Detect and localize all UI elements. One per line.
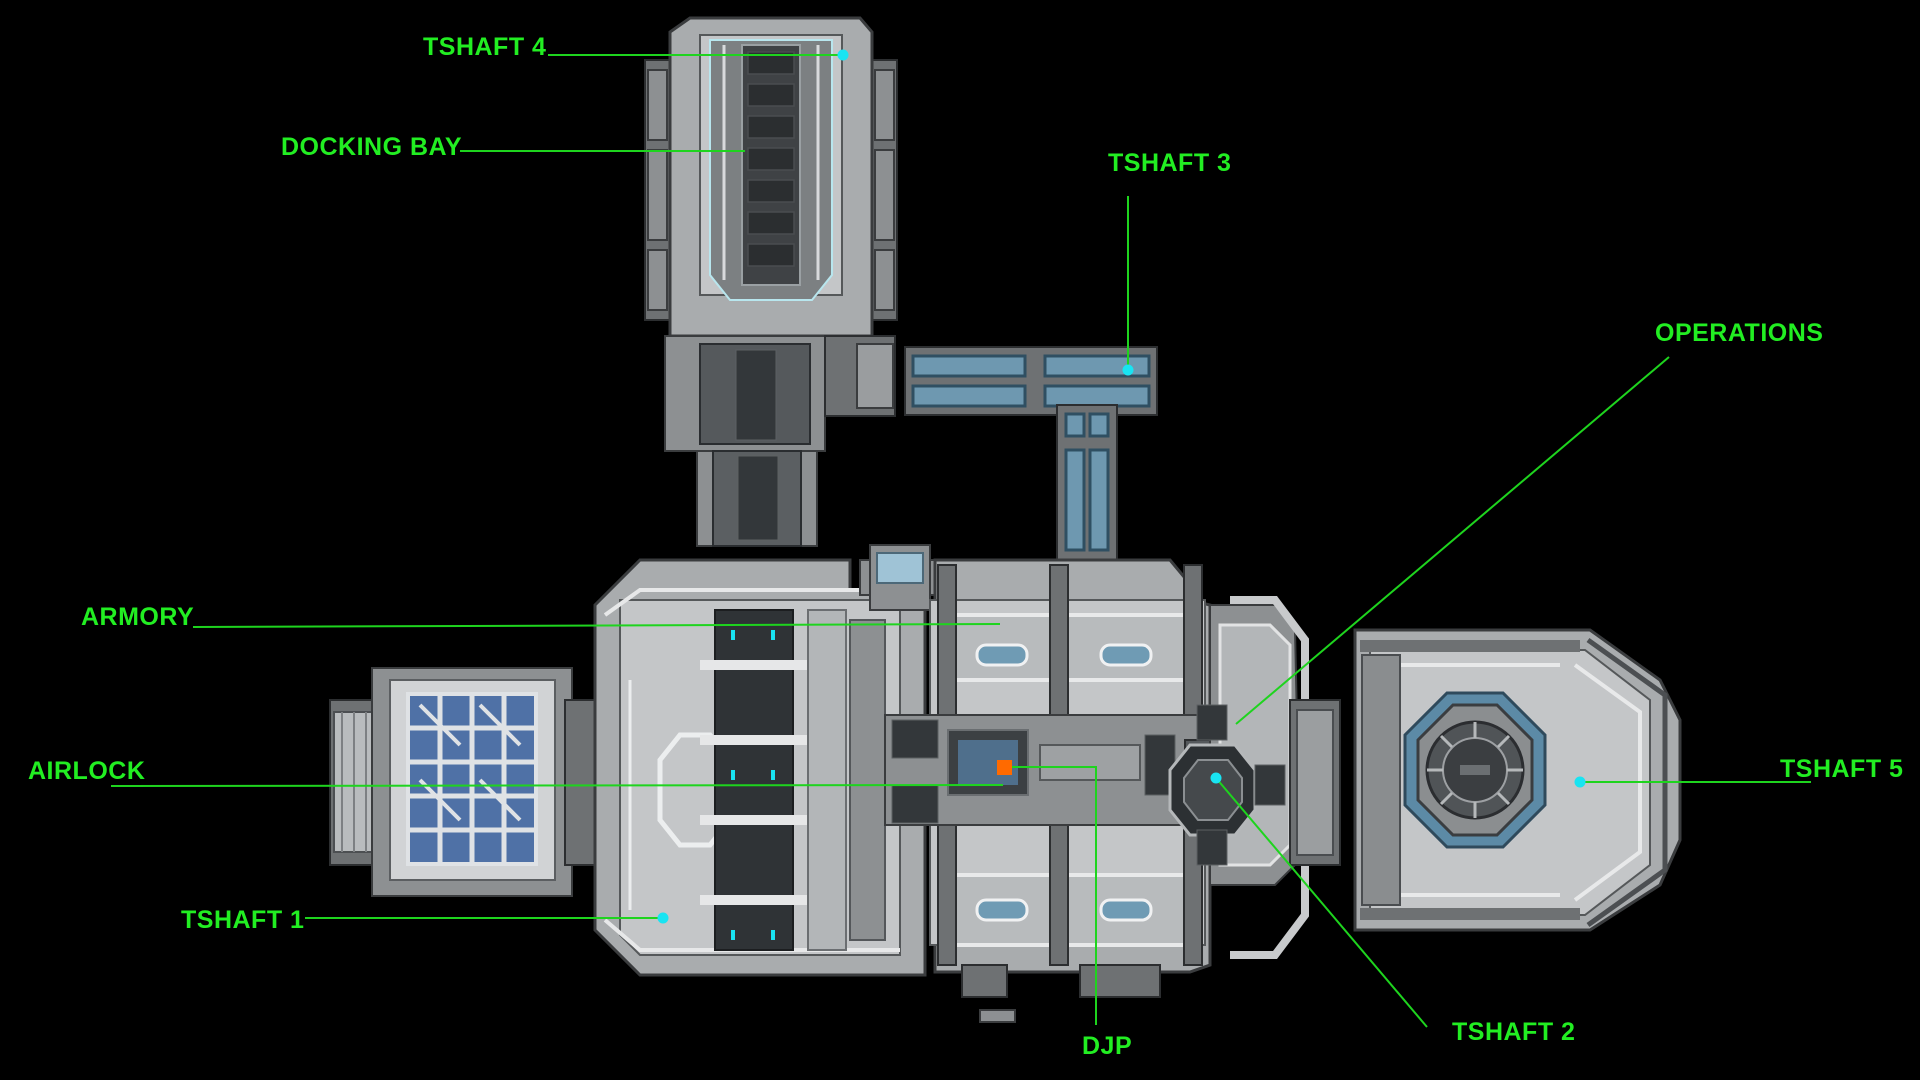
label-tshaft-3: TSHAFT 3: [1108, 149, 1231, 177]
docking-bay-module: [644, 16, 898, 547]
marker-tshaft-2: [1210, 772, 1222, 784]
label-tshaft-4: TSHAFT 4: [423, 33, 546, 61]
leader-airlock: [110, 784, 1004, 787]
label-tshaft-2: TSHAFT 2: [1452, 1018, 1575, 1046]
marker-tshaft-1: [657, 912, 669, 924]
label-tshaft-1: TSHAFT 1: [181, 906, 304, 934]
label-armory: ARMORY: [81, 603, 194, 631]
operations-module: [1168, 596, 1341, 959]
leader-operations: [1235, 356, 1670, 725]
west-module: [329, 558, 936, 977]
east-module: [1353, 628, 1682, 932]
label-djp: DJP: [1082, 1032, 1132, 1060]
marker-tshaft-5: [1574, 776, 1586, 788]
marker-djp: [997, 760, 1012, 775]
location-markers: [657, 49, 1586, 924]
airlock-blue-grid: [406, 692, 538, 866]
label-docking-bay: DOCKING BAY: [281, 133, 462, 161]
tshaft-3-walkway: [904, 346, 1158, 582]
docking-bay-slots: [747, 51, 795, 267]
marker-tshaft-4: [837, 49, 849, 61]
marker-tshaft-3: [1122, 364, 1134, 376]
leader-djp: [1005, 766, 1097, 1025]
label-airlock: AIRLOCK: [28, 757, 145, 785]
label-operations: OPERATIONS: [1655, 319, 1823, 347]
leader-armory: [192, 623, 1001, 628]
leader-tshaft-2: [1215, 777, 1428, 1028]
map-labels: TSHAFT 4 DOCKING BAY TSHAFT 3 OPERATIONS…: [28, 33, 1903, 1060]
leader-lines: [110, 54, 1811, 1028]
label-tshaft-5: TSHAFT 5: [1780, 755, 1903, 783]
